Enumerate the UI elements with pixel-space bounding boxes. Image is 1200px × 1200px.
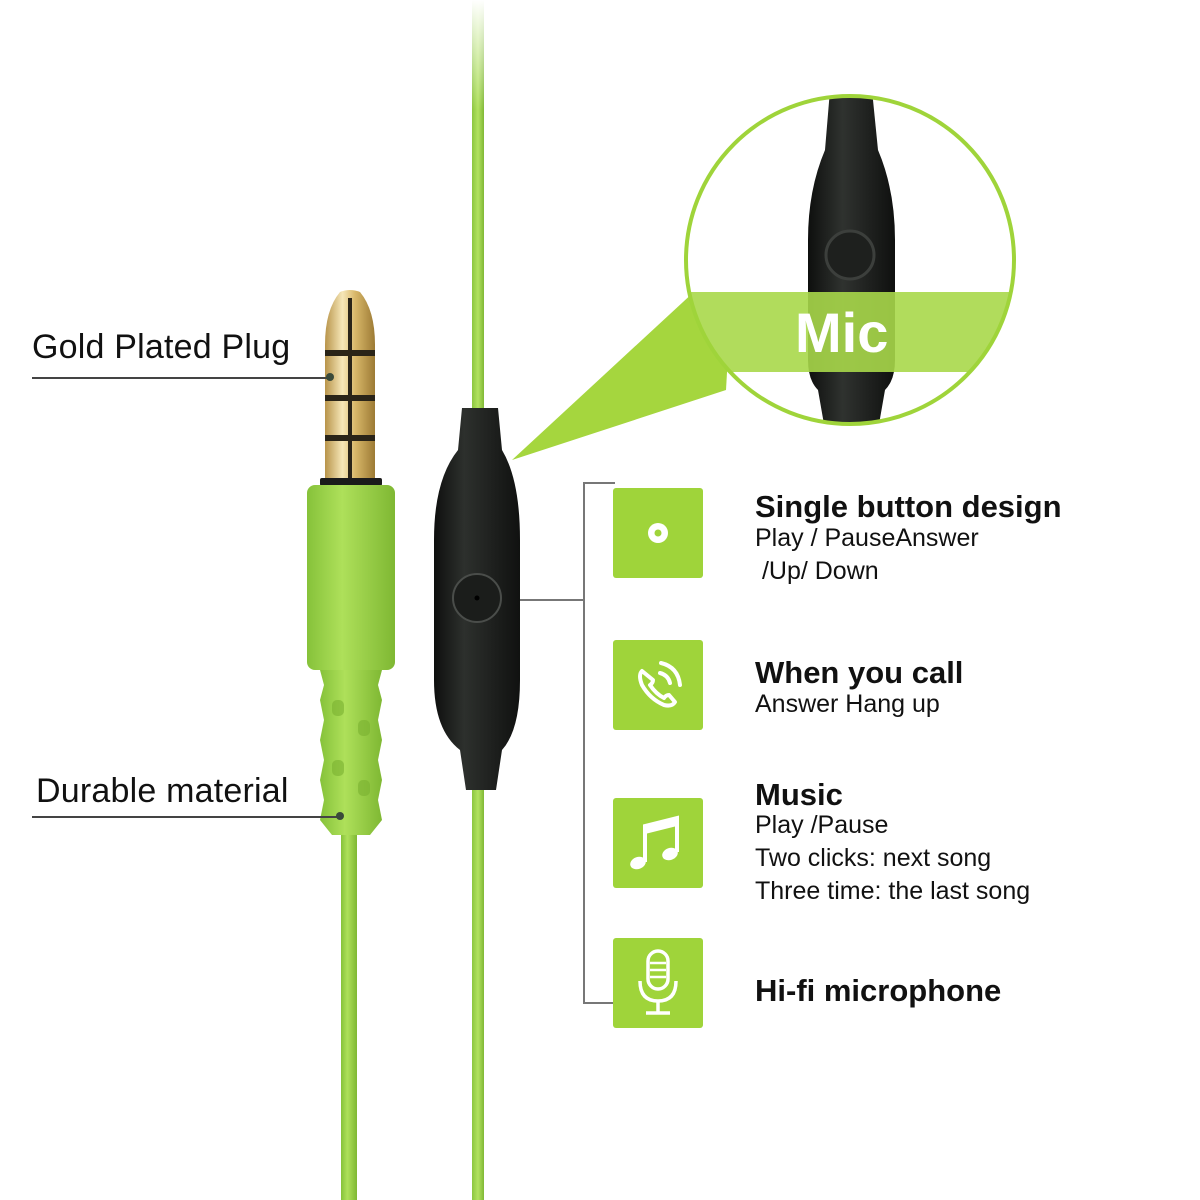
feature-icon-box-call xyxy=(613,640,703,730)
feature-line: /Up/ Down xyxy=(755,557,879,585)
feature-line: Play /Pause xyxy=(755,811,889,839)
phone-call-icon xyxy=(638,661,682,708)
gold-plated-plug-dot xyxy=(326,373,334,381)
audio-plug-illustration xyxy=(307,290,395,1200)
feature-line: Two clicks: next song xyxy=(755,844,992,872)
inline-remote-illustration xyxy=(434,0,520,1200)
feature-bracket-bottom xyxy=(583,1002,615,1004)
feature-line: Answer Hang up xyxy=(755,690,940,718)
durable-material-label: Durable material xyxy=(36,772,289,810)
feature-title: Hi-fi microphone xyxy=(755,973,1002,1008)
feature-title: When you call xyxy=(755,655,964,690)
feature-icon-box-button xyxy=(613,488,703,578)
button-icon xyxy=(648,523,668,543)
microphone-icon xyxy=(638,949,678,1015)
feature-icon-box-mic xyxy=(613,938,703,1028)
feature-title: Single button design xyxy=(755,489,1062,524)
feature-title: Music xyxy=(755,777,843,812)
feature-bracket-top xyxy=(583,482,615,484)
music-note-icon xyxy=(630,815,679,870)
mic-zoom-label: Mic xyxy=(795,301,889,364)
mic-zoom-callout xyxy=(512,94,1016,460)
gold-plated-plug-leader xyxy=(32,377,330,379)
durable-material-dot xyxy=(336,812,344,820)
feature-line: Play / PauseAnswer xyxy=(755,524,979,552)
gold-plated-plug-label: Gold Plated Plug xyxy=(32,328,291,366)
remote-leader xyxy=(520,599,584,601)
feature-line: Three time: the last song xyxy=(755,877,1031,905)
feature-icon-box-music xyxy=(613,798,703,888)
feature-bracket xyxy=(583,482,585,1004)
durable-material-leader xyxy=(32,816,340,818)
